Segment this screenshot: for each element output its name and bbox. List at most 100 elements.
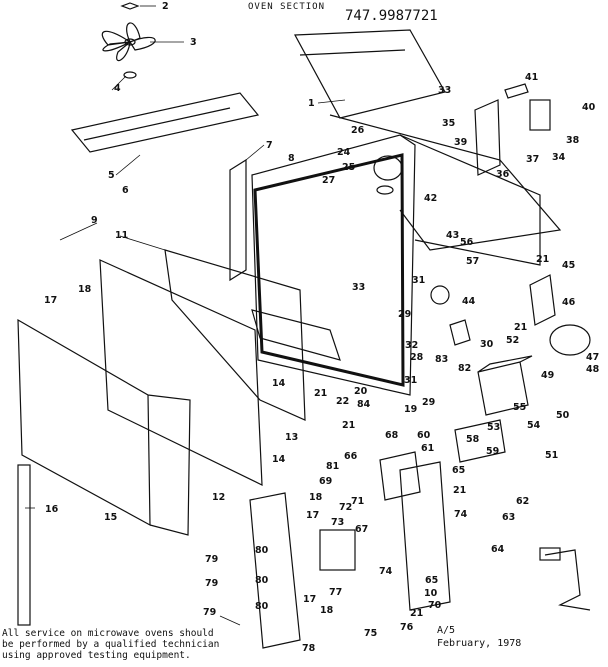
callout: 25 — [342, 162, 355, 173]
callout: 20 — [354, 386, 368, 397]
door-frame — [164, 249, 306, 421]
callout: 13 — [285, 432, 298, 443]
callout: 67 — [355, 524, 368, 535]
callout: 14 — [272, 454, 286, 465]
outer-door — [17, 318, 191, 536]
callout: 78 — [302, 643, 316, 654]
callout: 29 — [422, 397, 435, 408]
callout: 3 — [190, 37, 197, 48]
callout: 79 — [205, 554, 218, 565]
callout: 66 — [344, 451, 358, 462]
relay-bracket — [474, 99, 501, 176]
callout: 65 — [425, 575, 438, 586]
callout: 44 — [462, 296, 476, 307]
service-note-line: be performed by a qualified technician — [2, 639, 220, 650]
callout: 38 — [566, 135, 580, 146]
stirrer-motor — [373, 155, 403, 181]
callout: 54 — [527, 420, 541, 431]
callout: 41 — [525, 72, 538, 83]
callout: 68 — [385, 430, 399, 441]
callout: 84 — [357, 399, 371, 410]
callout: 71 — [351, 496, 364, 507]
callout: 33 — [352, 282, 365, 293]
callout: 27 — [322, 175, 335, 186]
callout: 8 — [288, 153, 295, 164]
callout: 42 — [424, 193, 437, 204]
callout: 79 — [203, 607, 216, 618]
callout: 32 — [405, 340, 418, 351]
top-cover — [294, 29, 446, 119]
callout: 16 — [45, 504, 59, 515]
callout: 10 — [424, 588, 438, 599]
callout: 72 — [339, 502, 352, 513]
callout: 28 — [410, 352, 424, 363]
callout: 2 — [162, 1, 169, 12]
callout: 15 — [104, 512, 117, 523]
fan-shelf — [70, 92, 260, 153]
callout: 36 — [496, 169, 510, 180]
callout: 65 — [452, 465, 465, 476]
callout: 83 — [435, 354, 448, 365]
callout: 31 — [412, 275, 425, 286]
callout: 60 — [417, 430, 431, 441]
revision-date: February, 1978 — [437, 638, 522, 649]
callout: 70 — [428, 600, 442, 611]
callout: 4 — [114, 83, 121, 94]
callout: 57 — [466, 256, 479, 267]
service-note-line: All service on microwave ovens should — [2, 628, 214, 639]
callout: 48 — [586, 364, 600, 375]
callout: 74 — [379, 566, 393, 577]
callout: 76 — [400, 622, 414, 633]
callout: 59 — [486, 446, 499, 457]
callout: 52 — [506, 335, 519, 346]
callout: 45 — [562, 260, 575, 271]
callout: 82 — [458, 363, 471, 374]
section-title: OVEN SECTION — [248, 2, 326, 12]
callout: 74 — [454, 509, 468, 520]
callout: 37 — [526, 154, 539, 165]
callout: 21 — [410, 608, 423, 619]
door-panel — [99, 259, 263, 486]
callout: 18 — [309, 492, 323, 503]
callout: 19 — [404, 404, 417, 415]
callout: 53 — [487, 422, 500, 433]
callout: 17 — [306, 510, 319, 521]
callout-labels: 2 3 4 5 6 1 7 8 9 11 26 24 25 27 33 35 4… — [44, 1, 600, 654]
callout: 77 — [329, 587, 342, 598]
callout: 58 — [466, 434, 480, 445]
callout: 14 — [272, 378, 286, 389]
callout: 6 — [122, 185, 129, 196]
callout: 7 — [266, 140, 273, 151]
callout: 62 — [516, 496, 529, 507]
callout: 21 — [453, 485, 466, 496]
callout: 40 — [582, 102, 596, 113]
callout: 35 — [442, 118, 455, 129]
model-number: 747.9987721 — [345, 8, 438, 24]
callout: 17 — [303, 594, 316, 605]
hinge-bracket — [229, 158, 247, 282]
callout: 30 — [480, 339, 494, 350]
callout: 79 — [205, 578, 218, 589]
control-panel — [249, 492, 301, 649]
callout: 46 — [562, 297, 576, 308]
callout: 21 — [514, 322, 527, 333]
callout: 21 — [314, 388, 327, 399]
callout: 81 — [326, 461, 339, 472]
service-note: All service on microwave ovens should be… — [2, 628, 219, 661]
callout: 69 — [319, 476, 332, 487]
callout: 63 — [502, 512, 515, 523]
callout: 61 — [421, 443, 434, 454]
fan-blade — [101, 2, 156, 79]
callout: 56 — [460, 237, 474, 248]
callout: 21 — [536, 254, 549, 265]
callout: 5 — [108, 170, 115, 181]
transformer — [477, 355, 533, 416]
callout: 75 — [364, 628, 377, 639]
leader-lines — [25, 5, 346, 626]
callout: 11 — [115, 230, 128, 241]
callout: 24 — [337, 147, 351, 158]
callout: 51 — [545, 450, 558, 461]
callout: 22 — [336, 396, 349, 407]
